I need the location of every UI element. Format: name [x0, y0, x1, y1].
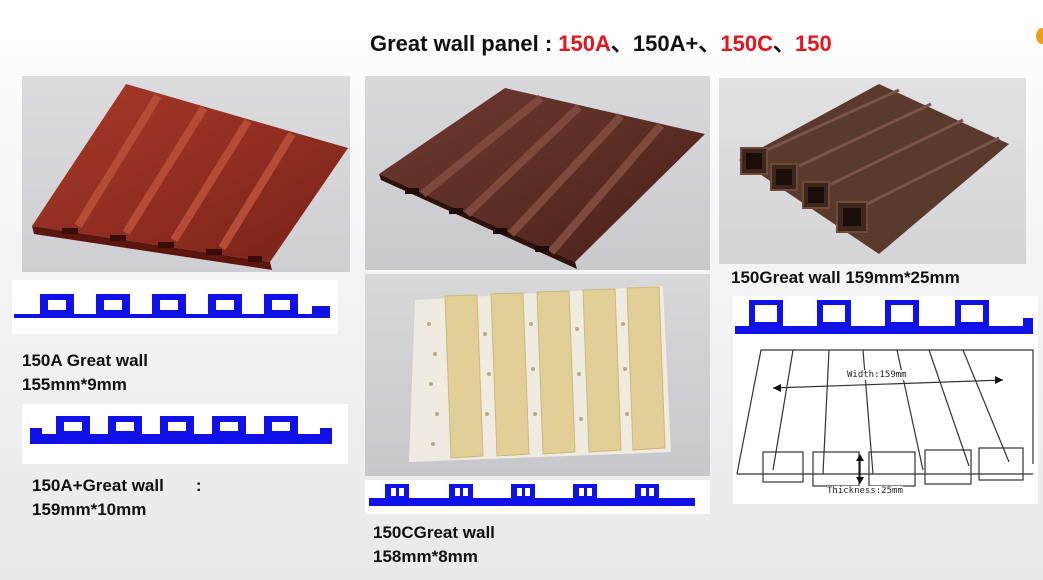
photo-150c-panel — [365, 274, 710, 476]
label-150c: 150CGreat wall 158mm*8mm — [373, 523, 495, 566]
technical-drawing: Width:159mm Thickness:25mm — [733, 344, 1038, 504]
thickness-label: Thickness:25mm — [827, 486, 903, 496]
photo-150a-panel — [22, 76, 350, 272]
label-150a-plus: 150A+Great wall: 159mm*10mm — [32, 476, 202, 519]
page-title: Great wall panel : 150A、150A+、150C、150 — [370, 31, 832, 56]
profile-150 — [733, 296, 1038, 344]
profile-150a — [12, 280, 338, 334]
photo-150-panel — [719, 78, 1026, 264]
photo-150a-plus-panel — [365, 76, 710, 270]
corner-dot-icon — [1036, 28, 1043, 44]
profile-150c — [365, 480, 710, 514]
profile-150a-plus — [22, 404, 348, 464]
width-label: Width:159mm — [847, 370, 907, 380]
label-150: 150Great wall 159mm*25mm — [731, 268, 960, 287]
label-150a: 150A Great wall 155mm*9mm — [22, 351, 148, 394]
